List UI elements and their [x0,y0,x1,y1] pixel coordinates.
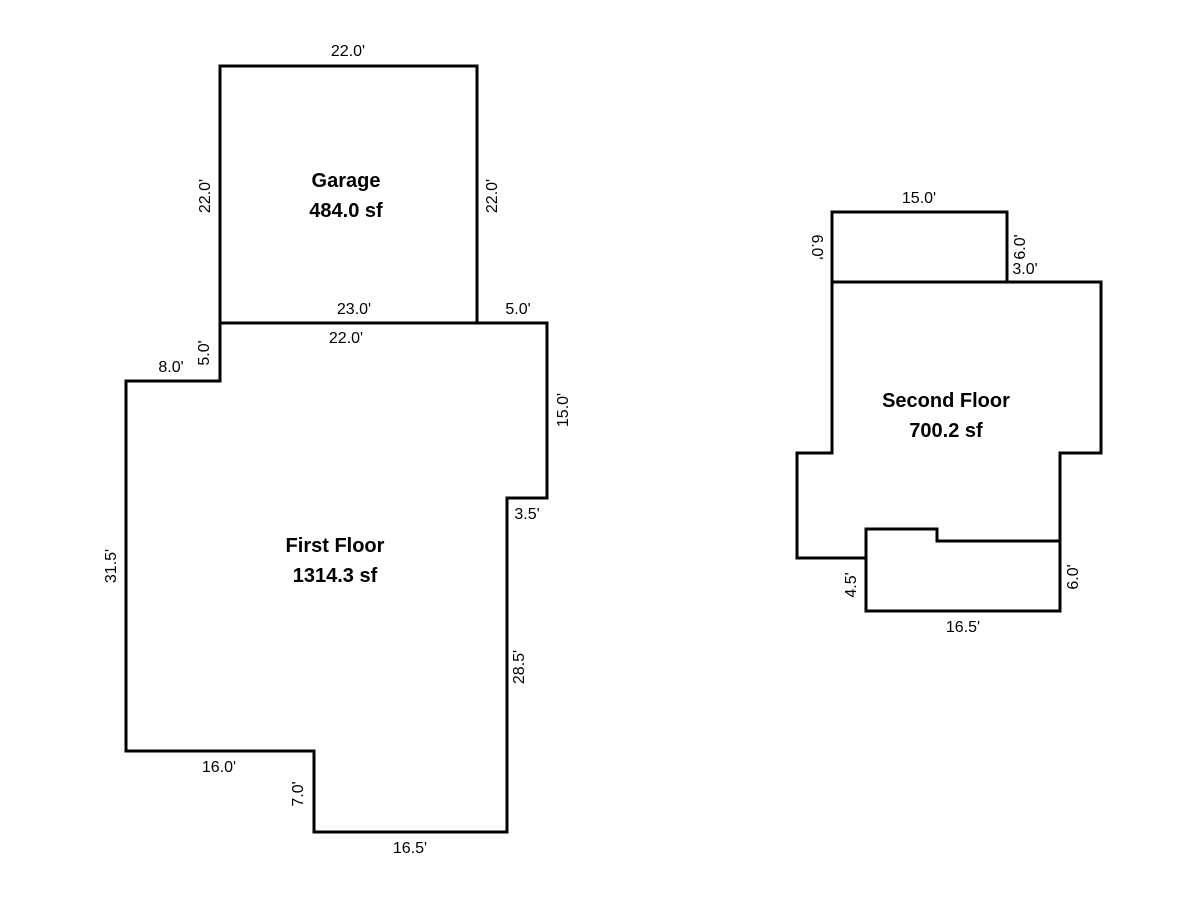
garage-dim-right: 22.0' [484,179,501,213]
garage-dim-top: 22.0' [331,43,365,60]
first-floor-room: First Floor 1314.3 sf 22.0' 5.0' 5.0' 8.… [103,301,572,857]
first-floor-area: 1314.3 sf [293,565,378,587]
first-floor-dim-right-step: 3.5' [514,506,539,523]
first-floor-dim-left-step-v: 5.0' [196,340,213,365]
second-floor-dim-top-right-v: 6.0' [1012,234,1029,259]
second-floor-dim-bottom: 16.5' [946,619,980,636]
second-floor-outline [795,280,1103,613]
first-floor-dim-left: 31.5' [103,549,120,583]
second-floor-inner-notch [864,527,1062,560]
second-floor-dim-top: 15.0' [902,190,936,207]
first-floor-dim-right-lower: 28.5' [511,650,528,684]
garage-dim-left: 22.0' [197,179,214,213]
first-floor-dim-right-upper: 15.0' [555,393,572,427]
first-floor-dim-top: 22.0' [329,330,363,347]
first-floor-outline [124,321,549,834]
second-floor-room: Second Floor 700.2 sf 15.0' 6.0' 6.0' 3.… [795,190,1103,636]
second-floor-name: Second Floor [882,390,1010,412]
second-floor-dim-bottom-right: 6.0' [1065,564,1082,589]
garage-outline [218,64,479,325]
first-floor-dim-bottom-left: 16.0' [202,759,236,776]
first-floor-dim-left-step-h: 8.0' [158,359,183,376]
second-floor-upper-box [830,210,1009,284]
second-floor-area: 700.2 sf [909,420,983,442]
garage-dim-bottom: 23.0' [337,301,371,318]
garage-area: 484.0 sf [309,200,383,222]
first-floor-name: First Floor [286,535,385,557]
garage-room: Garage 484.0 sf 22.0' 22.0' 22.0' 23.0' [197,43,501,325]
first-floor-dim-bottom-step: 7.0' [290,781,307,806]
garage-name: Garage [312,170,381,192]
second-floor-dim-top-left: 6.0' [808,234,825,259]
second-floor-dim-bottom-left: 4.5' [843,572,860,597]
second-floor-dim-top-right-h: 3.0' [1012,261,1037,278]
first-floor-dim-bottom: 16.5' [393,840,427,857]
first-floor-dim-top-right: 5.0' [505,301,530,318]
